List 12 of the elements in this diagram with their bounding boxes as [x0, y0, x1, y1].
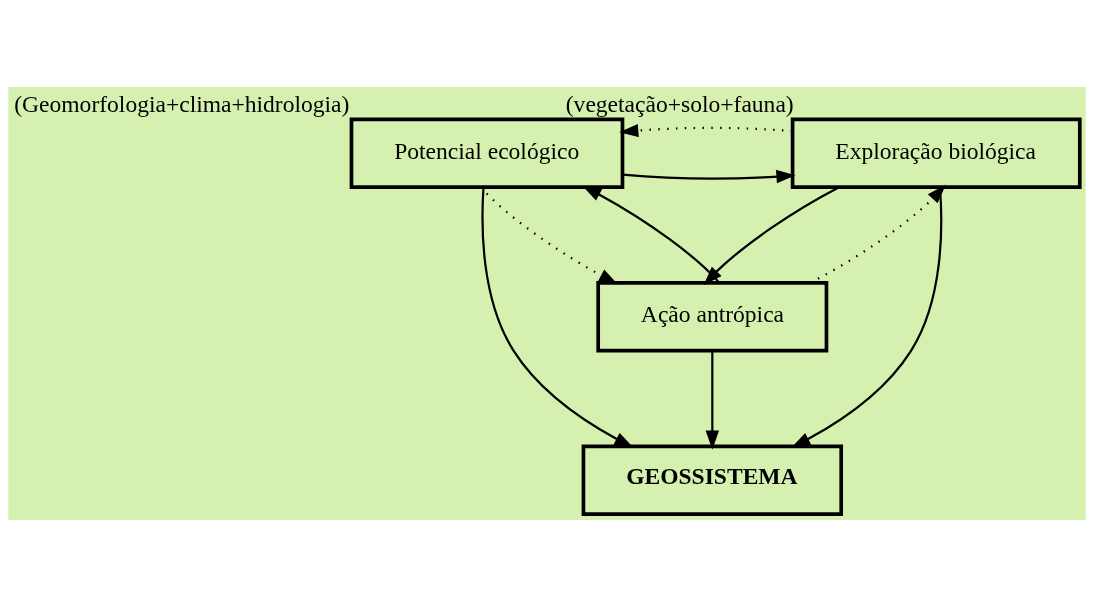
- node-label: (Geomorfologia+clima+hidrologia): [14, 90, 350, 117]
- arrow: [582, 185, 721, 284]
- arrow: [705, 350, 720, 450]
- arrow: [619, 123, 793, 137]
- node-box: Exploração biológica: [790, 117, 1082, 189]
- node-box: Ação antrópica: [596, 280, 829, 352]
- node-box: GEOSSISTEMA: [581, 444, 844, 516]
- arrow: [622, 169, 796, 183]
- node-box: Potencial ecológico: [349, 117, 625, 189]
- arrow: [481, 186, 634, 448]
- arrow: [703, 185, 840, 285]
- node-label: (vegetação+solo+fauna): [565, 90, 794, 117]
